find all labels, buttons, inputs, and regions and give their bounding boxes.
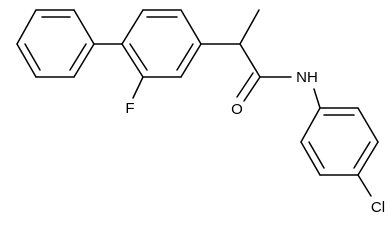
- phenyl-ring: [16, 9, 95, 78]
- chlorine-label: Cl: [371, 199, 385, 216]
- alpha-to-carbonyl-bond: [239, 43, 261, 78]
- double-bond-inner: [24, 43, 41, 71]
- double-bond-inner: [176, 43, 194, 71]
- bond: [121, 9, 144, 45]
- bond: [300, 141, 321, 176]
- chlorophenyl-ring: [300, 107, 379, 176]
- double-bond-inner: [308, 141, 325, 169]
- bond: [357, 107, 379, 143]
- fluorine-label: F: [125, 100, 134, 117]
- molecule-structure: F O NH Cl: [16, 9, 385, 216]
- double-bond-inner: [129, 43, 148, 71]
- bond: [357, 141, 379, 176]
- double-bond-inner: [69, 43, 87, 71]
- bond: [16, 9, 37, 45]
- structure-canvas: F O NH Cl: [16, 9, 386, 216]
- double-bond-inner: [353, 141, 371, 169]
- bond: [73, 9, 95, 45]
- methyl-bond: [239, 9, 260, 45]
- bond: [121, 43, 144, 78]
- carbonyl-bond-second: [236, 72, 254, 98]
- carbon-chlorine-bond: [357, 174, 372, 197]
- bond: [180, 43, 202, 78]
- oxygen-label: O: [231, 101, 243, 118]
- carbon-fluorine-bond: [132, 76, 144, 99]
- bond: [73, 43, 95, 78]
- bond: [300, 107, 321, 143]
- bond: [180, 9, 202, 45]
- bond: [16, 43, 37, 78]
- fluorophenyl-ring: [121, 9, 202, 78]
- nitrogen-to-ring-bond: [313, 88, 321, 109]
- amide-nitrogen-label: NH: [296, 69, 318, 86]
- carbonyl-bond: [243, 76, 261, 102]
